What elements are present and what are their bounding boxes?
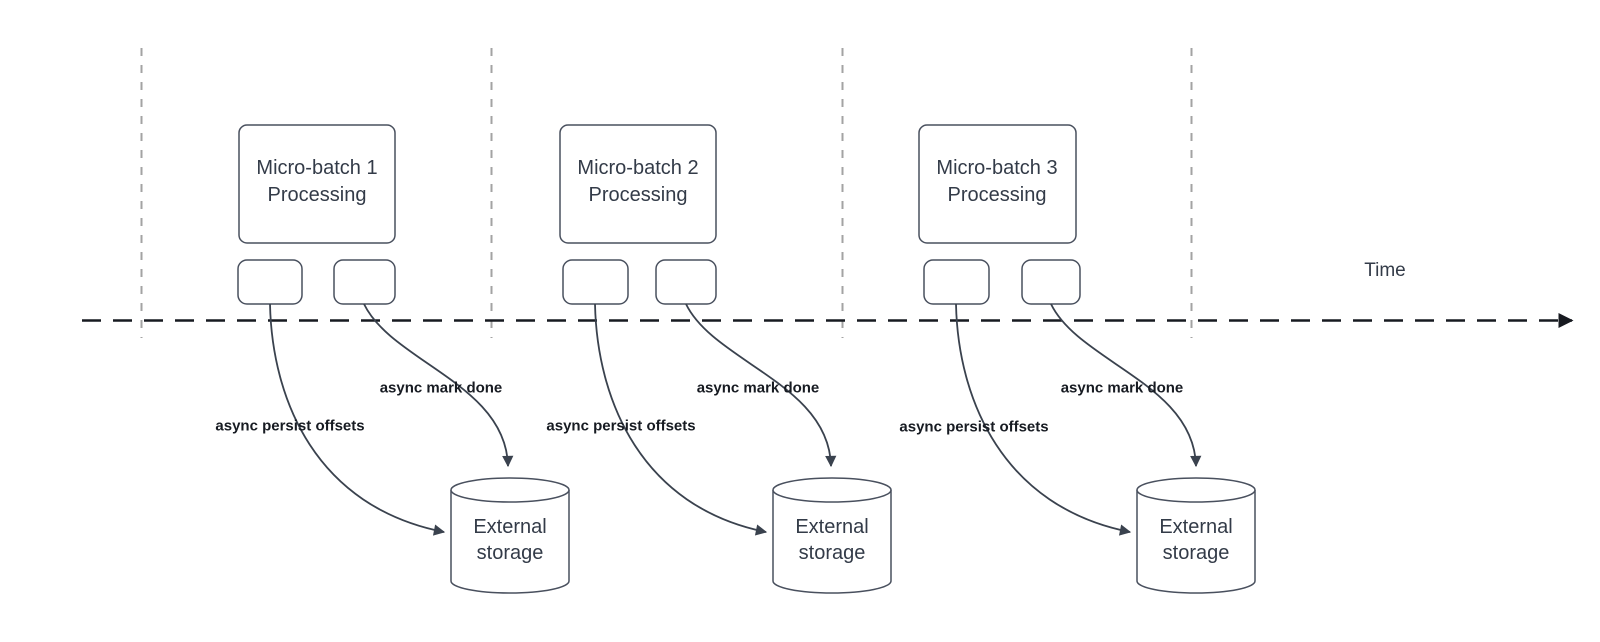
persist-offsets-arrow-3 [955, 303, 1132, 536]
micro-batch-2-box [559, 124, 717, 244]
batch-subtitle-text-2: Processing [588, 184, 688, 206]
external-storage-cylinder-3 [1136, 490, 1256, 594]
storage-label-3: External storage [1159, 516, 1233, 564]
external-storage-cylinder-1 [450, 490, 570, 594]
persist-offsets-label-1: async persist offsets [215, 417, 365, 435]
mark-done-label-3: async mark done [1060, 379, 1184, 397]
mark-done-task-box-1 [333, 259, 396, 305]
mark-done-arrow-3 [1050, 303, 1202, 468]
storage-label-1: External storage [473, 516, 547, 564]
external-storage-cylinder-top-3 [1136, 477, 1256, 503]
micro-batch-1-box [238, 124, 396, 244]
mark-done-task-box-2 [655, 259, 717, 305]
mark-done-task-box-3 [1021, 259, 1081, 305]
persist-offsets-arrow-1 [269, 303, 446, 536]
batch-title-2: Micro-batch 2 Processing [577, 155, 698, 209]
persist-task-box-1 [237, 259, 303, 305]
mark-done-arrow-2 [685, 303, 837, 468]
persist-task-box-3 [923, 259, 990, 305]
persist-offsets-label-3: async persist offsets [899, 418, 1049, 436]
external-storage-cylinder-top-1 [450, 477, 570, 503]
mark-done-label-1: async mark done [379, 379, 503, 397]
external-storage-cylinder-top-2 [772, 477, 892, 503]
batch-title-3: Micro-batch 3 Processing [936, 155, 1057, 209]
interval-gridlines [140, 48, 1193, 338]
time-axis-label: Time [1364, 260, 1406, 281]
batch-title-text-3: Micro-batch 3 [936, 157, 1058, 179]
batch-title-text-1: Micro-batch 1 [256, 157, 378, 179]
micro-batch-3-box [918, 124, 1077, 244]
external-storage-cylinder-2 [772, 490, 892, 594]
persist-offsets-label-2: async persist offsets [546, 417, 696, 435]
shapes [237, 124, 1256, 594]
persist-task-box-2 [562, 259, 629, 305]
batch-subtitle-text-3: Processing [947, 184, 1047, 206]
batch-subtitle-text-1: Processing [267, 184, 367, 206]
mark-done-arrow-1 [363, 303, 514, 468]
batch-title-1: Micro-batch 1 Processing [256, 155, 377, 209]
mark-done-label-2: async mark done [696, 379, 820, 397]
storage-label-2: External storage [795, 516, 869, 564]
persist-offsets-arrow-2 [594, 303, 768, 536]
connectors [269, 303, 1202, 536]
batch-title-text-2: Micro-batch 2 [577, 157, 699, 179]
